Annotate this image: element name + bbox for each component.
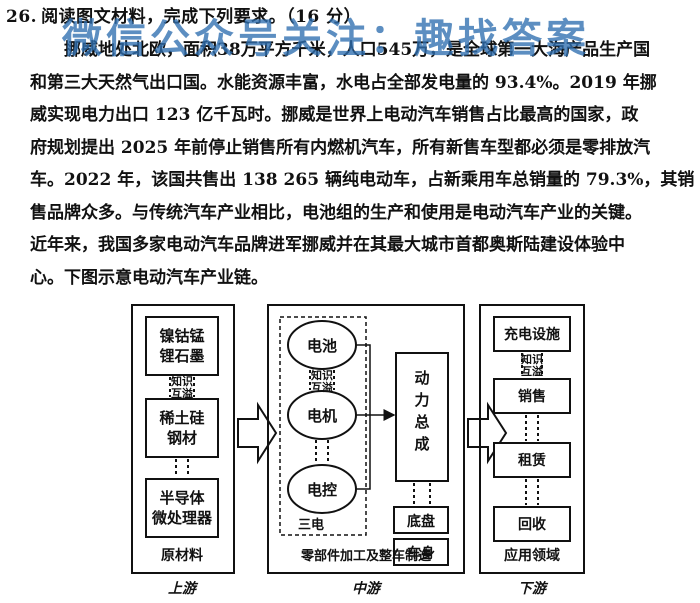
body-label: 车身 <box>407 545 435 562</box>
motor-label: 电机 <box>307 407 337 425</box>
svg-text:力: 力 <box>414 391 429 409</box>
downstream-frame <box>479 304 585 574</box>
sales-box <box>493 378 571 414</box>
knowledge-overflow-label-down-1: 知识 <box>520 352 543 366</box>
raw-material-2-line2: 钢材 <box>167 429 197 447</box>
recycling-box <box>493 506 571 542</box>
upstream-box-label: 原材料 <box>161 547 203 564</box>
charging-box <box>493 316 571 352</box>
knowledge-overflow-label-mid-2: 互溢 <box>311 380 333 394</box>
svg-text:成: 成 <box>414 435 429 453</box>
passage-line: 车。2022 年，该国共售出 138 265 辆纯电动车，占新乘用车总销量的 7… <box>30 170 695 190</box>
question-number: 26. <box>6 7 38 27</box>
downstream-box-label: 应用领域 <box>504 547 560 564</box>
passage-line: 售品牌众多。与传统汽车产业相比，电池组的生产和使用是电动汽车产业的关键。 <box>30 202 642 223</box>
leasing-label: 租赁 <box>518 452 546 469</box>
raw-material-1-line1: 镍钴锰 <box>159 327 204 345</box>
chassis-box <box>393 506 449 534</box>
chassis-label: 底盘 <box>407 513 435 530</box>
passage-line: 府规划提出 2025 年前停止销售所有内燃机汽车，所有新售车型都必须是零排放汽 <box>30 137 651 158</box>
midstream-box-label: 零部件加工及整车制造 <box>300 548 432 564</box>
upstream-stage-label: 上游 <box>168 580 199 597</box>
question-prompt: 阅读图文材料，完成下列要求。 <box>41 7 287 27</box>
upstream-frame <box>131 304 235 574</box>
charging-label: 充电设施 <box>504 326 560 343</box>
downstream-section: 充电设施 销售 租赁 回收 知识 互溢 应用领域 下游 <box>479 304 585 597</box>
downstream-stage-label: 下游 <box>518 580 549 597</box>
battery-label: 电池 <box>307 337 337 355</box>
knowledge-overflow-label-up-2: 互溢 <box>171 386 193 400</box>
knowledge-overflow-label-mid-1: 知识 <box>310 368 333 382</box>
raw-material-box-2 <box>145 398 219 458</box>
sales-label: 销售 <box>518 388 546 405</box>
powertrain-box <box>395 352 449 482</box>
knowledge-overflow-label-down-2: 互溢 <box>521 364 543 378</box>
midstream-section: 电池 电机 电控 知识 互溢 三电 动 力 总 成 底盘 车身 零部件加工及整车… <box>267 304 465 597</box>
controller-label: 电控 <box>307 481 337 499</box>
question-header: 26.阅读图文材料，完成下列要求。（16 分） <box>6 2 361 27</box>
three-electric-dashed-frame <box>279 316 367 536</box>
midstream-stage-label: 中游 <box>352 580 383 597</box>
passage-line: 心。下图示意电动汽车产业链。 <box>30 267 268 288</box>
raw-material-box-3 <box>145 478 219 538</box>
raw-material-3-line1: 半导体 <box>159 489 205 507</box>
ev-industry-chain-diagram: 镍钴锰 锂石墨 稀土硅 钢材 半导体 微处理器 知识 互溢 原材料 上游 电池 … <box>131 304 585 597</box>
recycling-label: 回收 <box>518 516 547 533</box>
raw-material-box-1 <box>145 316 219 376</box>
raw-material-1-line2: 锂石墨 <box>159 347 204 365</box>
upstream-section: 镍钴锰 锂石墨 稀土硅 钢材 半导体 微处理器 知识 互溢 原材料 上游 <box>131 304 235 597</box>
three-electric-label: 三电 <box>298 517 324 533</box>
svg-text:动: 动 <box>414 369 429 387</box>
passage-line: 挪威地处北欧，面积38万平方千米，人口545万，是全球第一大海产品生产国 <box>64 40 651 60</box>
passage: 挪威地处北欧，面积38万平方千米，人口545万，是全球第一大海产品生产国 和第三… <box>30 34 695 294</box>
passage-line: 威实现电力出口 123 亿千瓦时。挪威是世界上电动汽车销售占比最高的国家，政 <box>30 105 639 125</box>
raw-material-2-line1: 稀土硅 <box>159 409 204 427</box>
passage-line: 近年来，我国多家电动汽车品牌进军挪威并在其最大城市首都奥斯陆建设体验中 <box>30 235 625 255</box>
question-score: （16 分） <box>286 7 362 27</box>
leasing-box <box>493 442 571 478</box>
flow-arrow-up-to-mid <box>237 401 278 465</box>
passage-line: 和第三大天然气出口国。水能资源丰富，水电占全部发电量的 93.4%。2019 年… <box>30 72 657 93</box>
knowledge-overflow-label-up-1: 知识 <box>170 374 193 388</box>
raw-material-3-line2: 微处理器 <box>151 509 213 527</box>
svg-text:总: 总 <box>414 413 429 431</box>
watermark: 微信公众号关注：趣找答案 <box>62 16 590 62</box>
midstream-frame <box>267 304 465 574</box>
body-box <box>393 538 449 566</box>
